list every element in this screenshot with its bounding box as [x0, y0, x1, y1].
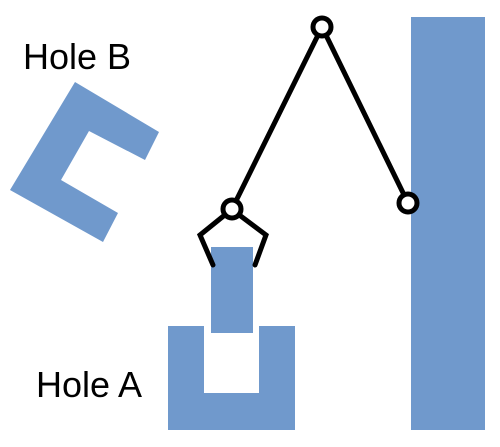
hole-b-shape	[10, 82, 159, 242]
wall	[411, 17, 485, 430]
wall-joint	[396, 191, 420, 215]
gripper-joint	[220, 197, 244, 221]
hole-b-label: Hole B	[23, 36, 131, 77]
gripper-right-finger	[235, 211, 269, 268]
peg	[211, 247, 253, 333]
arm-link-to-gripper	[229, 24, 325, 212]
top-pivot-joint	[310, 15, 334, 39]
hole-a-shape	[168, 326, 295, 430]
arm-link-to-wall	[319, 24, 411, 206]
hole-a-label: Hole A	[36, 364, 142, 405]
gripper-left-finger	[196, 211, 229, 268]
